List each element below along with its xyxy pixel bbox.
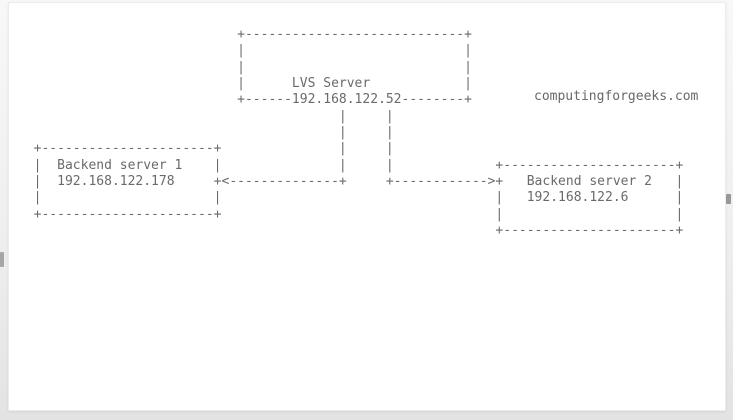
ascii-network-diagram: +----------------------------+ | | | | |… bbox=[33, 27, 684, 238]
right-edge-artifact bbox=[726, 194, 731, 204]
left-edge-artifact bbox=[0, 252, 4, 267]
watermark-text: computingforgeeks.com bbox=[534, 89, 699, 104]
content-card: +----------------------------+ | | | | |… bbox=[8, 2, 726, 411]
